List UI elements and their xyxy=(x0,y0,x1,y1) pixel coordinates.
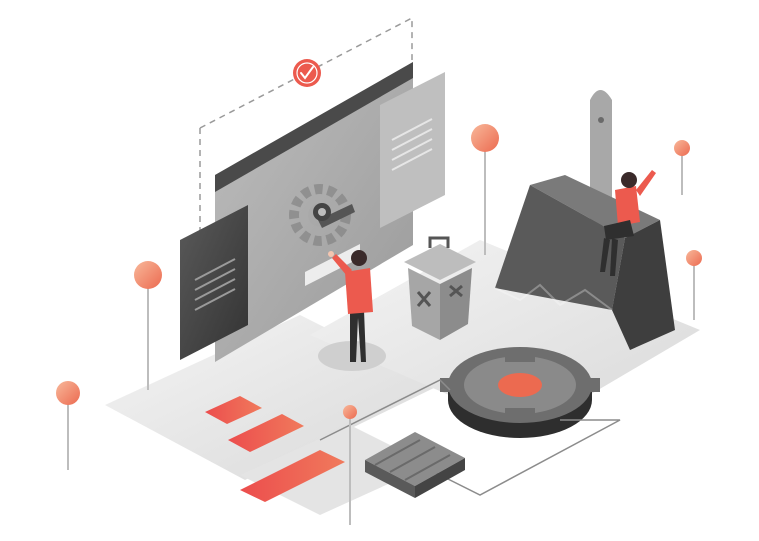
map-pins xyxy=(56,124,702,525)
map-pin-icon xyxy=(674,140,690,195)
circuit-lines xyxy=(319,379,621,496)
side-panel-left xyxy=(180,205,248,360)
side-panel-right xyxy=(380,72,445,228)
map-pin-icon xyxy=(134,261,162,390)
map-pin-icon xyxy=(686,250,702,320)
trash-can-icon xyxy=(404,236,476,340)
map-pin-icon xyxy=(343,405,357,525)
person-sitting xyxy=(600,170,656,276)
map-pin-icon xyxy=(56,381,80,470)
window-titlebar xyxy=(215,62,413,192)
bottom-platform xyxy=(240,425,430,515)
progress-bars xyxy=(205,396,345,502)
circuit-chip-icon xyxy=(365,432,465,498)
map-pin-icon xyxy=(471,124,499,255)
dashed-frame xyxy=(199,16,413,250)
screen-bar xyxy=(305,244,360,286)
wrench-icon xyxy=(313,203,355,228)
gear-icon xyxy=(440,347,600,438)
browser-window xyxy=(215,62,413,362)
right-platform xyxy=(310,240,700,430)
person-standing xyxy=(328,250,373,362)
checkmark-icon xyxy=(293,59,321,87)
